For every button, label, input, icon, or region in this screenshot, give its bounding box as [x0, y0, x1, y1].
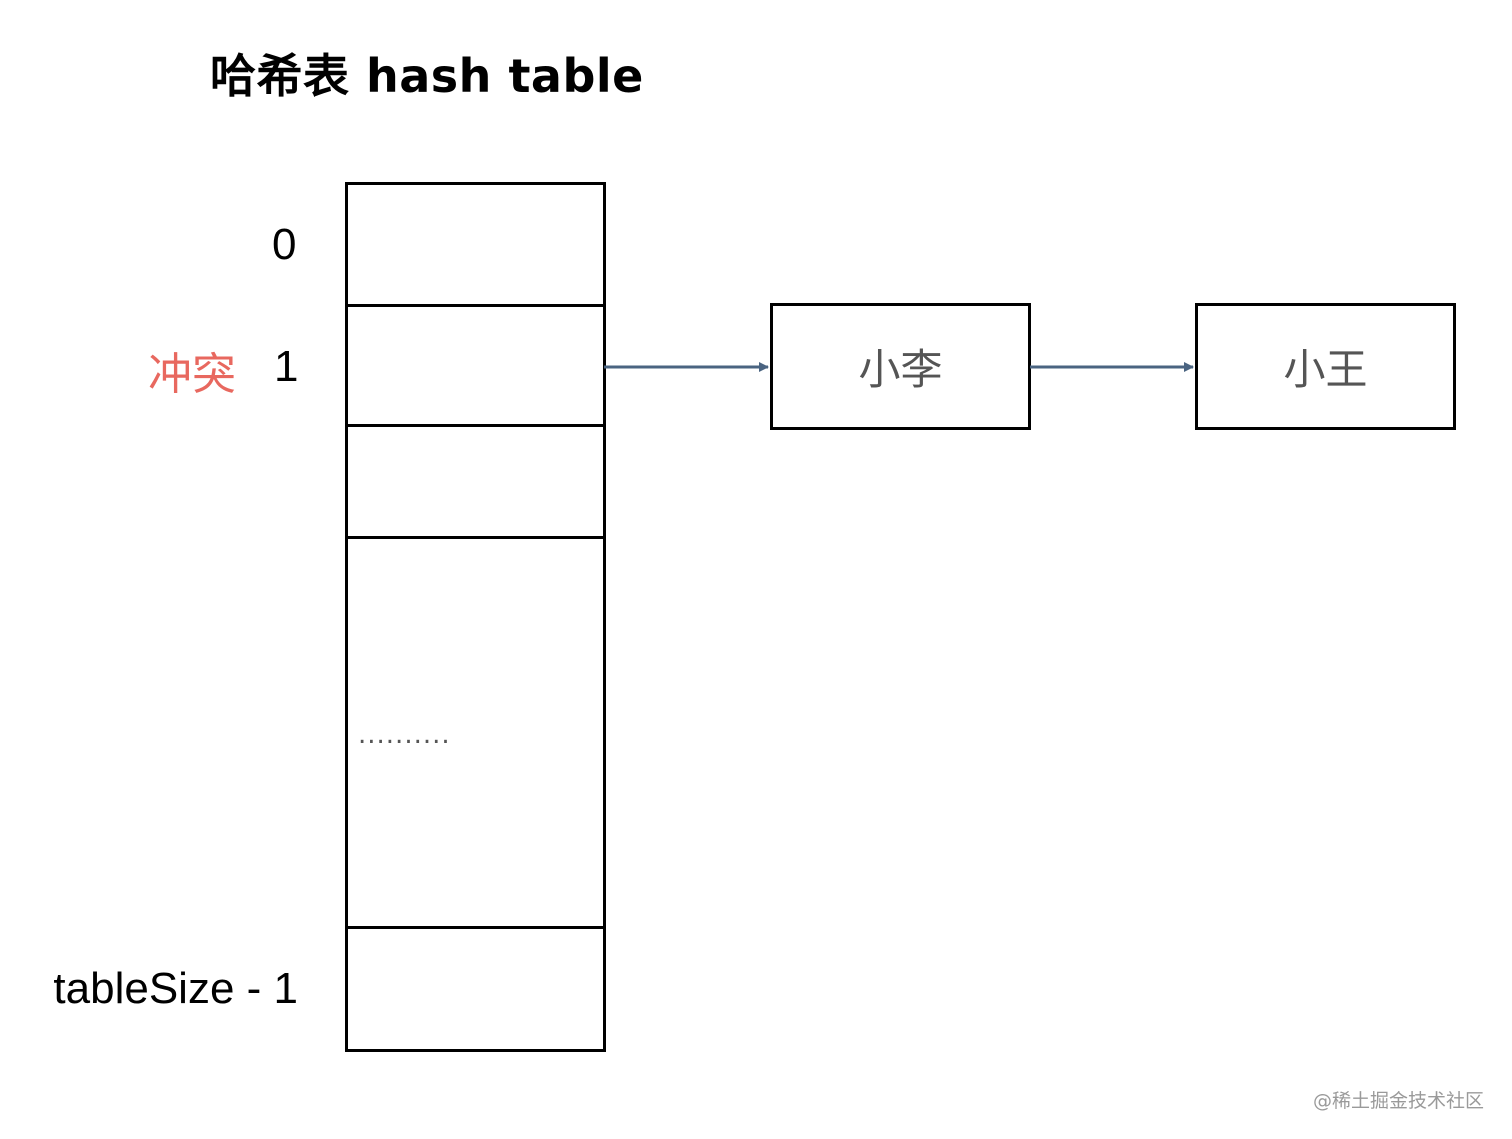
list-node-2: 小王 [1195, 303, 1456, 430]
index-label-0: 0 [272, 220, 297, 269]
conflict-label: 冲突 [148, 349, 236, 400]
list-node-2-label: 小王 [1283, 345, 1368, 394]
hash-bucket-0 [345, 182, 606, 307]
index-label-1: 1 [274, 342, 299, 391]
diagram-title: 哈希表 hash table [210, 49, 644, 103]
hash-bucket-1 [345, 304, 606, 429]
ellipsis-text: .......... [358, 720, 451, 750]
index-label-last: tableSize - 1 [53, 964, 298, 1013]
list-node-1-label: 小李 [858, 345, 943, 394]
hash-bucket-last [345, 926, 606, 1052]
hash-bucket-2 [345, 424, 606, 540]
list-node-1: 小李 [770, 303, 1031, 430]
hash-bucket-middle [345, 536, 606, 931]
watermark-text: @稀土掘金技术社区 [1312, 1090, 1484, 1112]
